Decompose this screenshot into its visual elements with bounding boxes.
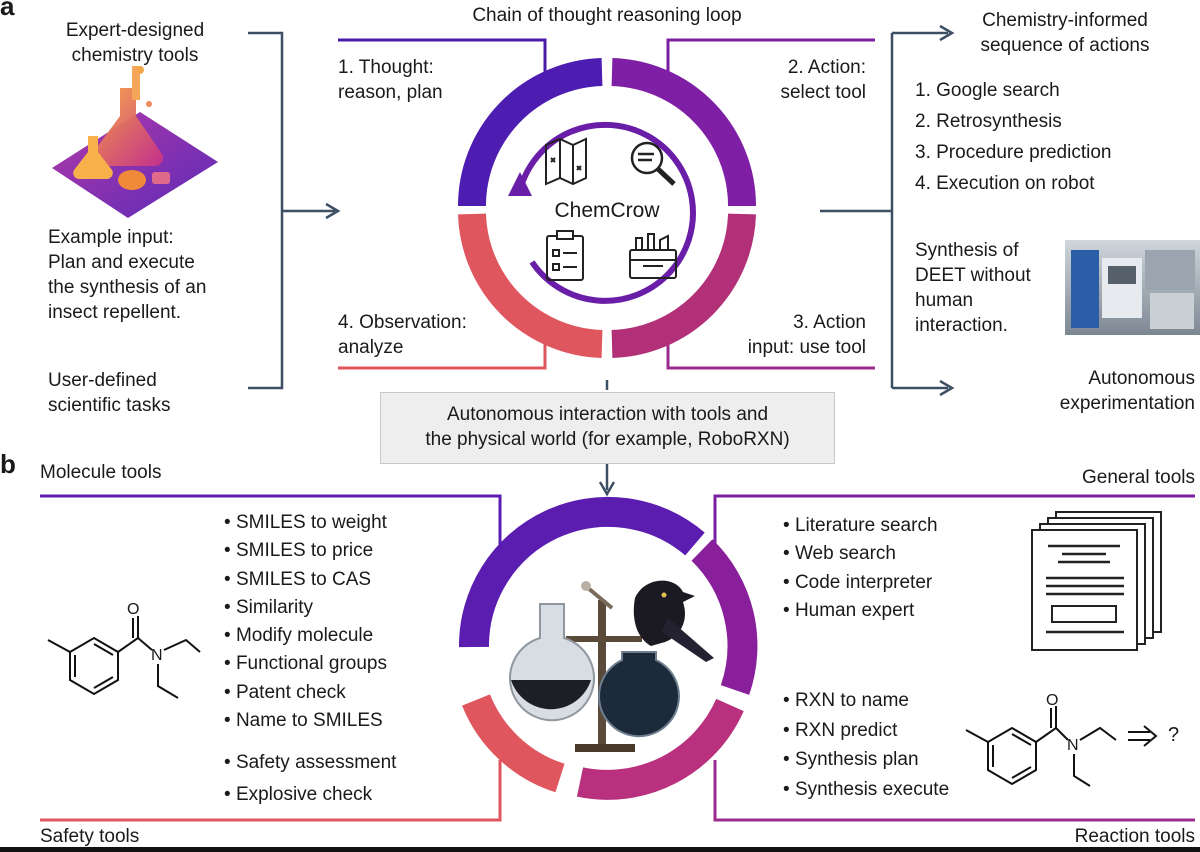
safety-tools-list: Safety assessment Explosive check — [224, 747, 397, 811]
general-tools-list: Literature search Web search Code interp… — [783, 512, 938, 625]
loop-to-world-connector — [598, 380, 616, 497]
checklist-icon — [546, 230, 584, 281]
robot-lab-photo — [1065, 240, 1200, 335]
user-tasks: User-defined scientific tasks — [48, 370, 171, 416]
list-item: Synthesis plan — [783, 745, 949, 775]
atom-oxygen-left: O — [127, 601, 140, 618]
tools-ring — [458, 496, 758, 800]
list-item: Human expert — [783, 597, 938, 625]
tools-frame — [40, 494, 1195, 822]
list-item: RXN to name — [783, 686, 949, 716]
safety-tools-title: Safety tools — [40, 826, 140, 847]
list-item: Safety assessment — [224, 747, 397, 779]
list-item: SMILES to weight — [224, 509, 387, 537]
bottom-border — [0, 847, 1200, 852]
loop-title: Chain of thought reasoning loop — [472, 5, 742, 26]
list-item: Web search — [783, 540, 938, 568]
crow-and-flasks-illustration — [509, 580, 714, 752]
deet-molecule-right — [965, 706, 1158, 787]
list-item: Similarity — [224, 594, 387, 622]
general-tools-title: General tools — [1081, 467, 1195, 488]
sequence-title: Chemistry-informed sequence of actions — [980, 10, 1150, 56]
action-4: 4. Execution on robot — [915, 173, 1095, 194]
magnifier-icon — [630, 141, 676, 186]
panel-a-label: a — [0, 0, 15, 21]
interaction-box: Autonomous interaction with tools and th… — [380, 392, 835, 464]
deet-caption: Synthesis of DEET without human interact… — [915, 240, 1031, 336]
toolbox-icon — [629, 233, 677, 279]
right-output-bracket — [820, 24, 955, 397]
list-item: SMILES to CAS — [224, 566, 387, 594]
list-item: Functional groups — [224, 650, 387, 678]
retrosynthesis-question: ? — [1168, 724, 1180, 746]
atom-nitrogen-left: N — [151, 647, 163, 664]
atom-nitrogen-right: N — [1067, 737, 1079, 754]
action-3: 3. Procedure prediction — [915, 142, 1112, 163]
list-item: RXN predict — [783, 716, 949, 746]
step-action-select: 2. Action: select tool — [780, 57, 866, 103]
list-item: Modify molecule — [224, 622, 387, 650]
chemcrow-ring — [458, 58, 756, 358]
list-item: SMILES to price — [224, 537, 387, 565]
atom-oxygen-right: O — [1046, 692, 1059, 709]
step-action-input: 3. Action input: use tool — [747, 312, 866, 358]
action-2: 2. Retrosynthesis — [915, 111, 1062, 132]
list-item: Name to SMILES — [224, 707, 387, 735]
map-icon — [545, 137, 587, 186]
example-input: Example input: Plan and execute the synt… — [48, 227, 207, 323]
left-input-bracket — [248, 31, 341, 390]
list-item: Synthesis execute — [783, 775, 949, 805]
molecule-tools-list: SMILES to weight SMILES to price SMILES … — [224, 509, 387, 735]
reaction-tools-title: Reaction tools — [1074, 826, 1195, 847]
list-item: Literature search — [783, 512, 938, 540]
chemcrow-name: ChemCrow — [554, 199, 660, 222]
loop-arrowhead — [508, 172, 532, 196]
autonomous-caption: Autonomous experimentation — [1059, 368, 1195, 414]
list-item: Explosive check — [224, 779, 396, 811]
reaction-tools-list: RXN to name RXN predict Synthesis plan S… — [783, 686, 949, 804]
list-item: Code interpreter — [783, 569, 938, 597]
action-1: 1. Google search — [915, 80, 1060, 101]
interaction-box-text: Autonomous interaction with tools and th… — [425, 404, 790, 450]
loop-arrow-icon — [517, 121, 696, 304]
chemistry-tools-illustration — [52, 66, 218, 218]
list-item: Patent check — [224, 679, 387, 707]
step-thought: 1. Thought: reason, plan — [338, 57, 443, 103]
deet-molecule-left — [47, 616, 201, 699]
molecule-tools-title: Molecule tools — [40, 462, 162, 483]
step-observation: 4. Observation: analyze — [338, 312, 467, 358]
documents-stack-icon — [1031, 511, 1162, 651]
tools-caption: Expert-designed chemistry tools — [65, 20, 205, 66]
panel-b-label: b — [0, 449, 16, 479]
